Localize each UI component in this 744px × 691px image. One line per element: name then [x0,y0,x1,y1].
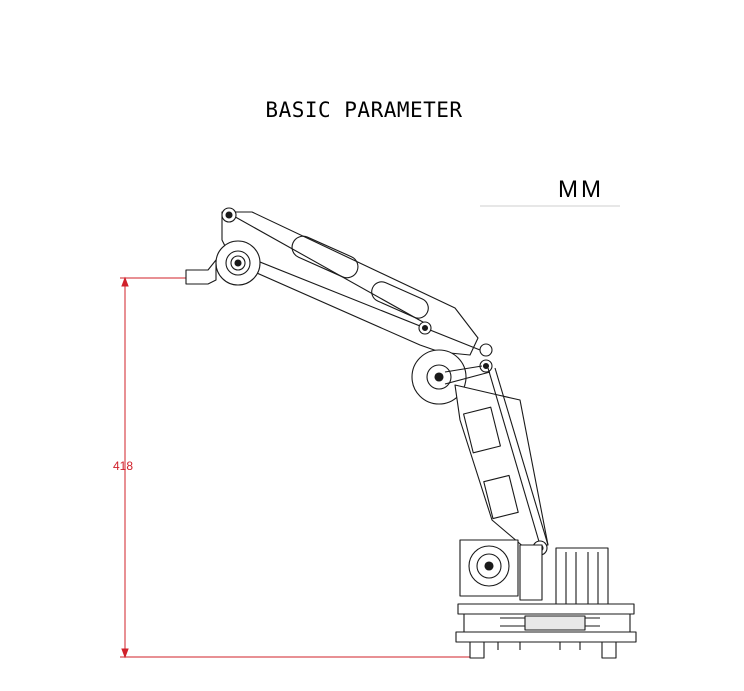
height-dimension-label: 418 [113,459,134,473]
upper-arm-link [454,367,549,549]
base-platform [455,603,637,659]
elbow-joint [411,321,493,405]
wrist-joint [185,207,261,286]
shoulder-motor [459,539,609,607]
height-dimension [120,276,470,659]
unit-label: MM [558,176,604,203]
diagram-title: BASIC PARAMETER [265,98,463,122]
forearm-link [221,211,481,356]
